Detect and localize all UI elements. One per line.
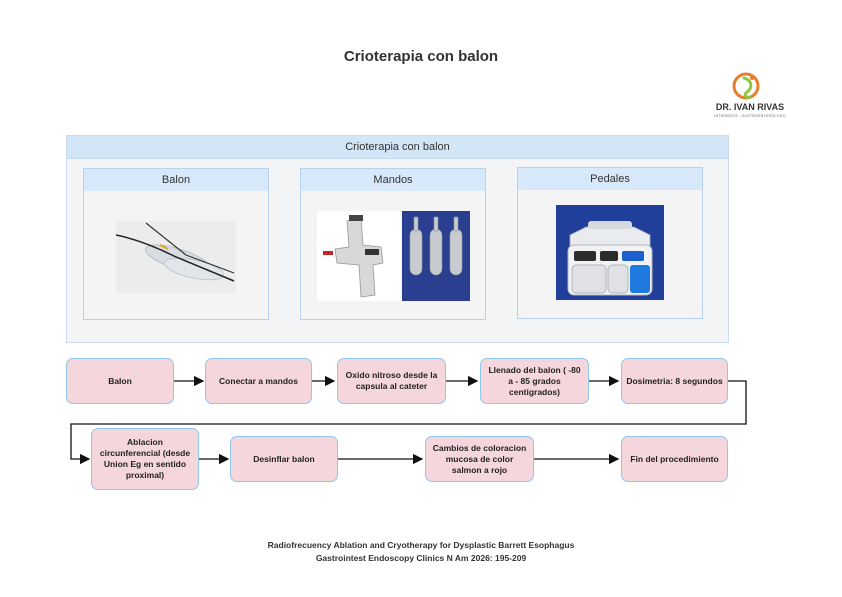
citation-line-1: Radiofrecuency Ablation and Cryotherapy …	[267, 540, 575, 550]
citation-line-2: Gastrointest Endoscopy Clinics N Am 2026…	[315, 553, 527, 563]
step-dosimetria: Dosimetria: 8 segundos	[621, 358, 728, 404]
step-conectar-mandos: Conectar a mandos	[205, 358, 312, 404]
card-title-pedales: Pedales	[518, 168, 702, 190]
logo: DR. IVAN RIVAS INTERNISTA · GASTROENTERÓ…	[700, 72, 800, 122]
step-llenado-balon: Llenado del balon ( -80 a - 85 grados ce…	[480, 358, 589, 404]
step-oxido-nitroso: Oxido nitroso desde la capsula al catete…	[337, 358, 446, 404]
card-mandos: Mandos	[300, 168, 486, 320]
card-pedales: Pedales	[517, 167, 703, 319]
logo-mark-icon	[732, 72, 760, 100]
handle-and-cartridges-image	[317, 211, 470, 301]
logo-subtitle: INTERNISTA · GASTROENTERÓLOGO	[714, 114, 786, 118]
page-title: Crioterapia con balon	[343, 48, 499, 65]
foot-pedal-image	[556, 205, 664, 300]
step-ablacion: Ablacion circunferencial (desde Union Eg…	[91, 428, 199, 490]
card-title-balon: Balon	[84, 169, 268, 191]
step-desinflar: Desinflar balon	[230, 436, 338, 482]
panel-title: Crioterapia con balon	[66, 135, 729, 159]
arrow-5-6	[70, 380, 747, 465]
card-balon: Balon	[83, 168, 269, 320]
logo-name: DR. IVAN RIVAS	[715, 102, 785, 112]
balloon-catheter-image	[116, 221, 236, 293]
step-fin: Fin del procedimiento	[621, 436, 728, 482]
card-title-mandos: Mandos	[301, 169, 485, 191]
step-balon: Balon	[66, 358, 174, 404]
step-cambios-coloracion: Cambios de coloracion mucosa de color sa…	[425, 436, 534, 482]
